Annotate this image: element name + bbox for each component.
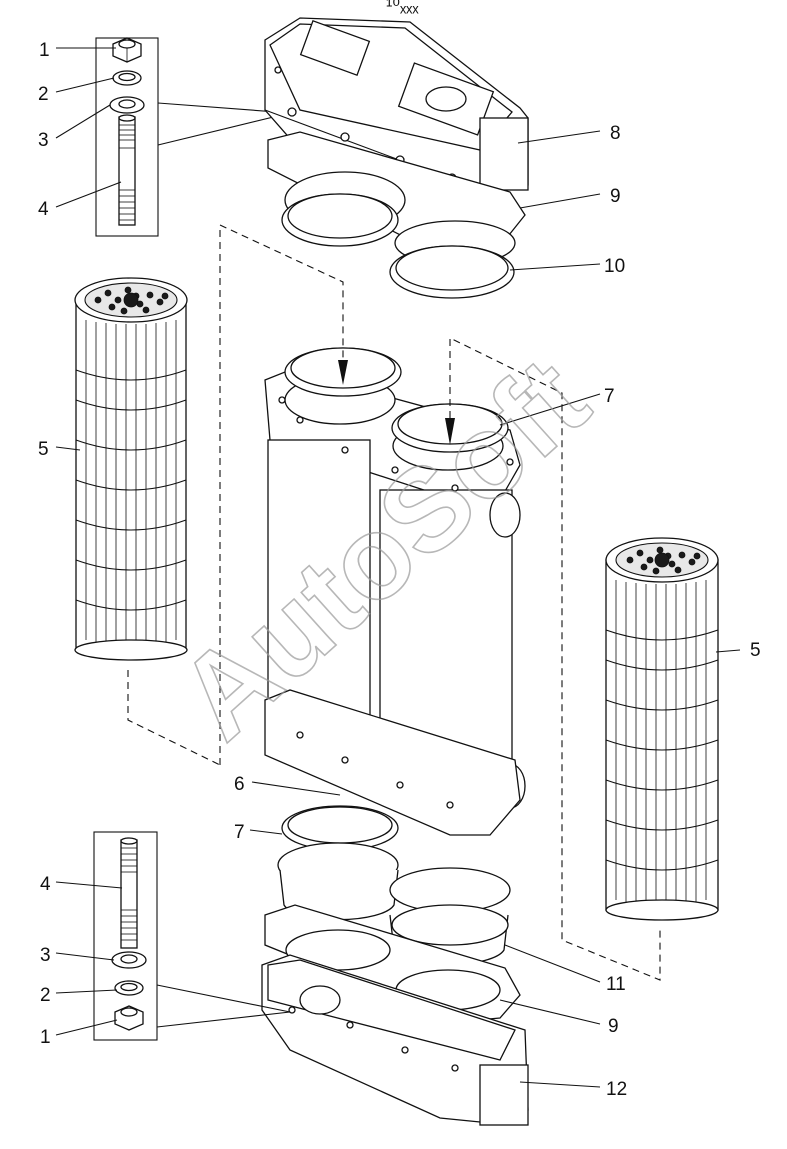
bottom-cover-bolts: [288, 1006, 459, 1072]
hardware-kit-bottom: [93, 831, 291, 1041]
callout-3-bottom: 3: [40, 945, 51, 966]
filter-element-right: [605, 537, 719, 921]
callout-5-right: 5: [750, 640, 761, 661]
nut-top: [112, 37, 142, 63]
filter-housing: [264, 369, 526, 836]
callout-12: 12: [606, 1079, 627, 1100]
callout-9-top: 9: [610, 186, 621, 207]
callout-4-top: 4: [38, 199, 49, 220]
callout-1-top: 1: [39, 40, 50, 61]
dash-left-filter: [127, 670, 221, 766]
hardware-box-bottom: [93, 831, 158, 1041]
o-ring-top: [281, 193, 515, 299]
callout-10: 10: [604, 256, 625, 277]
top-mark: ¹⁰ₓₓₓ: [386, 0, 419, 17]
housing-bolts: [278, 396, 514, 809]
callout-7-upper: 7: [604, 386, 615, 407]
callout-2-top: 2: [38, 84, 49, 105]
filter-element-left: [74, 277, 188, 661]
bottom-cover: [261, 954, 529, 1126]
callout-5-left: 5: [38, 439, 49, 460]
stud-top: [118, 114, 136, 226]
lock-washer-bottom: [114, 980, 144, 996]
leader-lines: [55, 47, 741, 1088]
callout-1-bottom: 1: [40, 1027, 51, 1048]
callout-8: 8: [610, 123, 621, 144]
callout-4-bottom: 4: [40, 874, 51, 895]
dash-left-axis: [219, 224, 344, 765]
callout-7-lower: 7: [234, 822, 245, 843]
o-rings-housing-top: [284, 347, 509, 453]
callout-labels: 1 2 3 4 5 6 7 8 9 10 5 7 4 3 2 1 11 9 12: [38, 40, 761, 1100]
stud-bottom: [120, 837, 138, 949]
nut-bottom: [114, 1005, 144, 1031]
callout-3-top: 3: [38, 130, 49, 151]
callout-6: 6: [234, 774, 245, 795]
flat-washer-top: [109, 96, 145, 114]
flat-washer-bottom: [111, 951, 147, 969]
o-ring-lower: [281, 805, 399, 851]
callout-9-bottom: 9: [608, 1016, 619, 1037]
callout-2-bottom: 2: [40, 985, 51, 1006]
dash-right-axis: [449, 337, 661, 981]
lock-washer-top: [112, 70, 142, 86]
callout-11: 11: [606, 974, 626, 995]
hardware-kit-top: [95, 37, 291, 237]
